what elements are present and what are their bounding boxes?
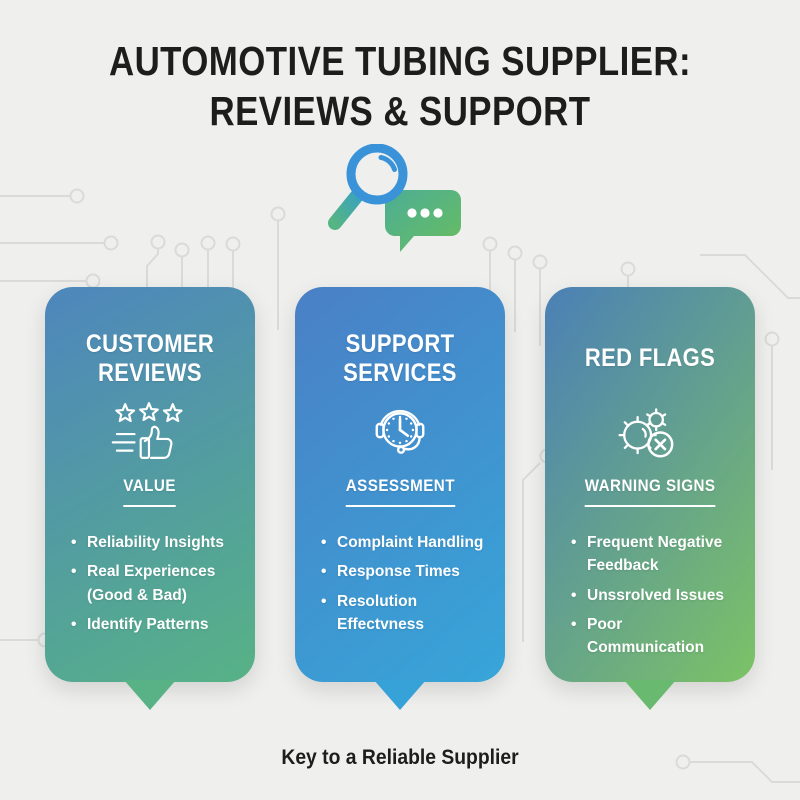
chat-bubble-icon [385, 190, 461, 252]
rating-thumbs-up-icon [61, 399, 239, 463]
bullet-item: Resolution Effectvness [321, 590, 487, 637]
card-heading: CUSTOMER REVIEWS [85, 329, 215, 388]
card-tail [624, 680, 676, 710]
bullet-item: Response Times [321, 560, 487, 584]
card-subheading-wrap: VALUE [61, 477, 239, 507]
footer-caption: Key to a Reliable Supplier [281, 746, 519, 769]
card-tail [374, 680, 426, 710]
page-title: AUTOMOTIVE TUBING SUPPLIER: REVIEWS & SU… [108, 38, 692, 135]
card-bullet-list: Reliability Insights Real Experiences (G… [61, 531, 239, 636]
card-bullet-list: Complaint Handling Response Times Resolu… [311, 531, 489, 636]
card-tail [124, 680, 176, 710]
gears-error-icon [561, 399, 739, 463]
card-subheading-wrap: ASSESSMENT [311, 477, 489, 507]
card-subheading: WARNING SIGNS [584, 477, 716, 507]
bullet-item: Poor Communication [571, 613, 737, 660]
headset-clock-icon [311, 399, 489, 463]
card-customer-reviews: CUSTOMER REVIEWS VALUE Reliabi [45, 287, 255, 710]
cards-row: CUSTOMER REVIEWS VALUE Reliabi [45, 287, 755, 710]
bullet-item: Unssrolved Issues [571, 584, 737, 608]
card-heading: SUPPORT SERVICES [343, 329, 457, 388]
bullet-item: Frequent Negative Feedback [571, 531, 737, 578]
card-support-services: SUPPORT SERVICES [295, 287, 505, 710]
bullet-item: Identify Patterns [71, 613, 237, 637]
magnifier-glass-icon [328, 144, 408, 230]
card-bullet-list: Frequent Negative Feedback Unssrolved Is… [561, 531, 739, 659]
magnifier-chat-icon [316, 144, 484, 262]
bullet-item: Complaint Handling [321, 531, 487, 555]
card-red-flags: RED FLAGS WARNING SIGNS [545, 287, 755, 710]
bullet-item: Real Experiences (Good & Bad) [71, 560, 237, 607]
card-heading: RED FLAGS [584, 344, 716, 373]
bullet-item: Reliability Insights [71, 531, 237, 555]
card-subheading-wrap: WARNING SIGNS [561, 477, 739, 507]
card-subheading: ASSESSMENT [345, 477, 455, 507]
card-subheading: VALUE [123, 477, 177, 507]
